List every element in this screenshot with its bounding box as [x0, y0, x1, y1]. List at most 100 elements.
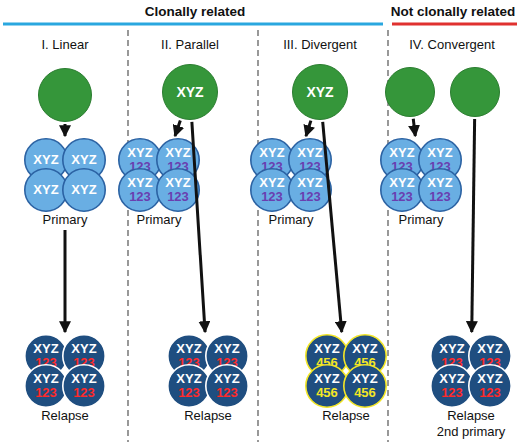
mutation-label: XYZ — [314, 372, 339, 386]
clone-cluster: XYZ123XYZ123XYZ123XYZ123Relapse2nd prima… — [430, 334, 512, 440]
tumor-cell: XYZ — [62, 168, 106, 212]
lineage-arrow — [306, 121, 311, 137]
cluster-area: XYZ123XYZ123XYZ123XYZ123 — [118, 138, 200, 212]
mutation-number: 123 — [479, 386, 501, 400]
mutation-number: 123 — [178, 386, 200, 400]
cell-text — [450, 67, 500, 117]
lineage-arrow — [64, 230, 67, 332]
tumor-cell: XYZ123 — [118, 168, 162, 212]
cell-text: XYZ123 — [156, 168, 200, 212]
circle-outline — [385, 67, 435, 117]
clone-cluster: XYZXYZXYZXYZPrimary — [24, 138, 106, 228]
tumor-cell: XYZ123 — [468, 364, 512, 408]
tumor-cell: XYZ456 — [305, 364, 349, 408]
mutation-label: XYZ — [71, 183, 96, 197]
cell-text — [38, 68, 92, 122]
clone-cluster: XYZ456XYZ456XYZ456XYZ456Relapse — [305, 334, 387, 424]
cell-text: XYZ — [62, 168, 106, 212]
mutation-label: XYZ — [477, 372, 502, 386]
column-divider — [127, 30, 128, 442]
column-divider — [257, 30, 258, 442]
founder-cell — [450, 67, 500, 117]
stage-label: Primary — [118, 212, 200, 228]
mutation-label: XYZ — [389, 176, 414, 190]
mutation-number: 123 — [441, 386, 463, 400]
mutation-label: XYZ — [352, 372, 377, 386]
clone-cluster: XYZ123XYZ123XYZ123XYZ123Primary — [250, 138, 332, 228]
column-title: III. Divergent — [220, 37, 420, 52]
mutation-label: XYZ — [127, 176, 152, 190]
mutation-label: XYZ — [297, 146, 322, 160]
clone-cluster: XYZ123XYZ123XYZ123XYZ123Primary — [380, 138, 462, 228]
stage-label: Relapse — [305, 408, 387, 424]
mutation-label: XYZ — [439, 342, 464, 356]
mutation-label: XYZ — [297, 176, 322, 190]
mutation-number: 456 — [354, 386, 376, 400]
tumor-cell: XYZ123 — [380, 168, 424, 212]
tumor-cell: XYZ456 — [343, 364, 387, 408]
cell-text: XYZ123 — [418, 168, 462, 212]
cluster-area: XYZ123XYZ123XYZ123XYZ123 — [250, 138, 332, 212]
cell-text: XYZ456 — [305, 364, 349, 408]
mutation-label: XYZ — [352, 342, 377, 356]
mutation-label: XYZ — [165, 146, 190, 160]
cluster-area: XYZ123XYZ123XYZ123XYZ123 — [24, 334, 106, 408]
tumor-cell: XYZ123 — [430, 364, 474, 408]
group-bracket-line — [392, 23, 517, 26]
clone-cluster: XYZ123XYZ123XYZ123XYZ123Primary — [118, 138, 200, 228]
tumor-cell: XYZ123 — [62, 364, 106, 408]
founder-cell — [385, 67, 435, 117]
mutation-label: XYZ — [306, 85, 333, 100]
cluster-area: XYZ123XYZ123XYZ123XYZ123 — [380, 138, 462, 212]
mutation-label: XYZ — [165, 176, 190, 190]
mutation-label: XYZ — [214, 342, 239, 356]
mutation-label: XYZ — [214, 372, 239, 386]
tumor-cell: XYZ123 — [250, 168, 294, 212]
column-title: II. Parallel — [90, 37, 290, 52]
mutation-label: XYZ — [33, 153, 58, 167]
cell-text: XYZ123 — [167, 364, 211, 408]
mutation-label: XYZ — [71, 342, 96, 356]
cell-text: XYZ123 — [380, 168, 424, 212]
tumor-cell: XYZ123 — [288, 168, 332, 212]
stage-label: Relapse — [430, 408, 512, 424]
mutation-label: XYZ — [127, 146, 152, 160]
mutation-label: XYZ — [389, 146, 414, 160]
circle-outline — [450, 67, 500, 117]
mutation-number: 123 — [391, 190, 413, 204]
cell-text: XYZ — [162, 64, 218, 120]
cluster-area: XYZ123XYZ123XYZ123XYZ123 — [430, 334, 512, 408]
stage-label: Relapse — [167, 408, 249, 424]
cell-text: XYZ123 — [468, 364, 512, 408]
mutation-label: XYZ — [176, 372, 201, 386]
tumor-cell: XYZ123 — [205, 364, 249, 408]
stage-label: Primary — [250, 212, 332, 228]
cluster-area: XYZ123XYZ123XYZ123XYZ123 — [167, 334, 249, 408]
group-header: Not clonally related — [353, 4, 520, 19]
group-header: Clonally related — [95, 4, 295, 19]
mutation-label: XYZ — [439, 372, 464, 386]
cell-text: XYZ123 — [24, 364, 68, 408]
circle-outline — [38, 68, 92, 122]
mutation-label: XYZ — [33, 372, 58, 386]
column-title: I. Linear — [0, 37, 165, 52]
lineage-arrow — [175, 120, 180, 136]
stage-label: Primary — [24, 212, 106, 228]
founder-cell: XYZ — [292, 64, 348, 120]
mutation-number: 123 — [216, 386, 238, 400]
cell-text — [385, 67, 435, 117]
mutation-number: 123 — [73, 386, 95, 400]
mutation-label: XYZ — [314, 342, 339, 356]
tumor-cell: XYZ123 — [167, 364, 211, 408]
mutation-label: XYZ — [71, 153, 96, 167]
mutation-label: XYZ — [259, 176, 284, 190]
cell-text: XYZ123 — [250, 168, 294, 212]
mutation-label: XYZ — [71, 372, 96, 386]
cell-text: XYZ456 — [343, 364, 387, 408]
cell-text: XYZ — [292, 64, 348, 120]
mutation-label: XYZ — [259, 146, 284, 160]
mutation-number: 123 — [35, 386, 57, 400]
founder-cell — [38, 68, 92, 122]
cell-text: XYZ123 — [205, 364, 249, 408]
column-title: IV. Convergent — [352, 37, 520, 52]
